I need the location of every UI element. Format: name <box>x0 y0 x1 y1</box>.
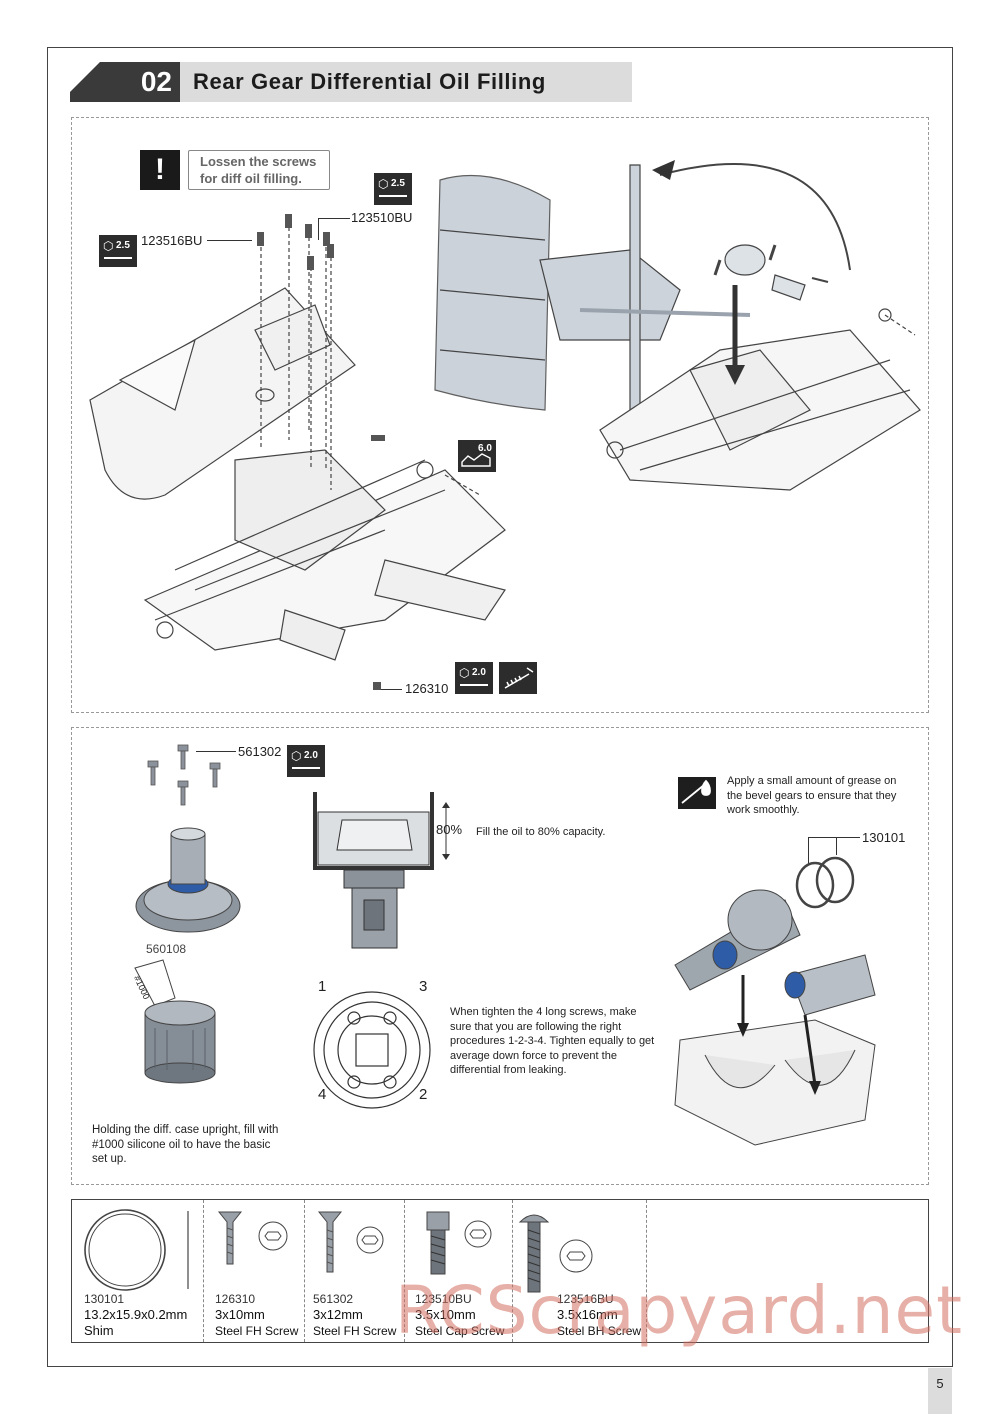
ring-gear-half-illustration <box>135 827 241 933</box>
part-desc: Steel FH Screw <box>313 1324 397 1338</box>
part-entry-561302: 561302 3x12mm Steel FH Screw <box>313 1291 396 1414</box>
part-desc: Shim <box>84 1323 114 1338</box>
panel-oil-filling <box>71 727 929 1185</box>
thread-lock-icon <box>499 662 537 694</box>
label-gear-560108: 560108 <box>146 942 187 956</box>
order-number-2: 2 <box>419 1086 428 1103</box>
leader-line <box>808 837 860 838</box>
part-code: 561302 <box>313 1292 354 1306</box>
bh-screw-illustration <box>518 1214 593 1293</box>
part-entry-126310: 126310 3x10mm Steel FH Screw <box>215 1291 298 1414</box>
fh-screw-12mm-illustration <box>317 1211 384 1273</box>
parts-separator <box>646 1200 647 1342</box>
grease-icon <box>678 777 716 809</box>
diff-assembly-illustration <box>674 856 876 1146</box>
diff-case-fill-illustration <box>134 959 216 1084</box>
leader-line <box>318 218 319 240</box>
part-entry-shim: 130101 13.2x15.9x0.2mm Shim <box>84 1291 187 1414</box>
leader-line <box>318 218 350 219</box>
rear-diff-removal-illustration <box>434 160 921 491</box>
label-screw-left: 123516BU <box>141 233 203 248</box>
part-size: 13.2x15.9x0.2mm <box>84 1307 188 1322</box>
hex-driver-icon: ⬡2.0 <box>455 662 493 694</box>
warning-icon: ! <box>140 150 180 190</box>
part-entry-123516bu: 123516BU 3.5x16mm Steel BH Screw <box>557 1291 641 1414</box>
fill-note: Fill the oil to 80% capacity. <box>476 826 606 838</box>
page-frame <box>47 47 953 1367</box>
part-size: 3x12mm <box>313 1307 363 1322</box>
shim-part-illustration <box>84 1209 189 1291</box>
step-title: Rear Gear Differential Oil Filling <box>180 62 632 102</box>
step-number: 02 <box>70 62 180 102</box>
part-code: 126310 <box>215 1292 256 1306</box>
grease-note: Apply a small amount of grease on the be… <box>727 775 897 816</box>
part-code: 130101 <box>84 1292 125 1306</box>
watermark: RCScrapyard.net <box>395 1272 963 1349</box>
parts-separator <box>304 1200 305 1342</box>
label-shim-130101: 130101 <box>862 830 906 845</box>
leader-line <box>207 240 252 241</box>
rear-chassis-illustration <box>89 214 506 690</box>
label-screw-bottom: 126310 <box>405 681 449 696</box>
tightening-order-diagram <box>313 991 431 1109</box>
part-entry-123510bu: 123510BU 3.5x10mm Steel Cap Screw <box>415 1291 504 1414</box>
fh-screw-10mm-illustration <box>217 1211 288 1265</box>
leader-line <box>196 751 236 752</box>
panel-disassembly <box>71 117 929 713</box>
diff-case-screws-illustration <box>147 744 221 806</box>
part-desc: Steel FH Screw <box>215 1324 299 1338</box>
label-screws-561302: 561302 <box>238 744 282 759</box>
hex-driver-icon: ⬡2.5 <box>99 235 137 267</box>
tighten-note: When tighten the 4 long screws, make sur… <box>450 1006 655 1076</box>
fill-upright-note: Holding the diff. case upright, fill wit… <box>92 1124 279 1165</box>
warning-note: Lossen the screws for diff oil filling. <box>188 150 330 190</box>
hex-driver-icon: ⬡2.5 <box>374 173 412 205</box>
parts-separator <box>203 1200 204 1342</box>
order-number-3: 3 <box>419 978 428 995</box>
oil-fill-level-illustration <box>313 792 450 949</box>
part-size: 3x10mm <box>215 1307 265 1322</box>
parts-list <box>71 1199 929 1343</box>
part-size: 3.5x16mm <box>557 1307 618 1322</box>
page-number: 5 <box>928 1368 952 1414</box>
warning-line-2: for diff oil filling. <box>200 171 302 186</box>
cap-screw-illustration <box>426 1211 492 1275</box>
leader-line <box>380 689 402 690</box>
leader-line <box>836 837 837 855</box>
hex-driver-icon: ⬡2.0 <box>287 745 325 777</box>
warning-line-1: Lossen the screws <box>200 154 317 169</box>
part-desc: Steel BH Screw <box>557 1324 642 1338</box>
part-desc: Steel Cap Screw <box>415 1324 505 1338</box>
part-size: 3.5x10mm <box>415 1307 476 1322</box>
order-number-1: 1 <box>318 978 327 995</box>
parts-separator <box>404 1200 405 1342</box>
parts-separator <box>512 1200 513 1342</box>
part-code: 123510BU <box>415 1292 472 1306</box>
order-number-4: 4 <box>318 1086 327 1103</box>
leader-line <box>808 837 809 865</box>
wrench-icon: 6.0 <box>458 440 496 472</box>
fill-percent: 80% <box>436 822 463 837</box>
part-code: 123516BU <box>557 1292 614 1306</box>
label-screw-top: 123510BU <box>351 210 413 225</box>
